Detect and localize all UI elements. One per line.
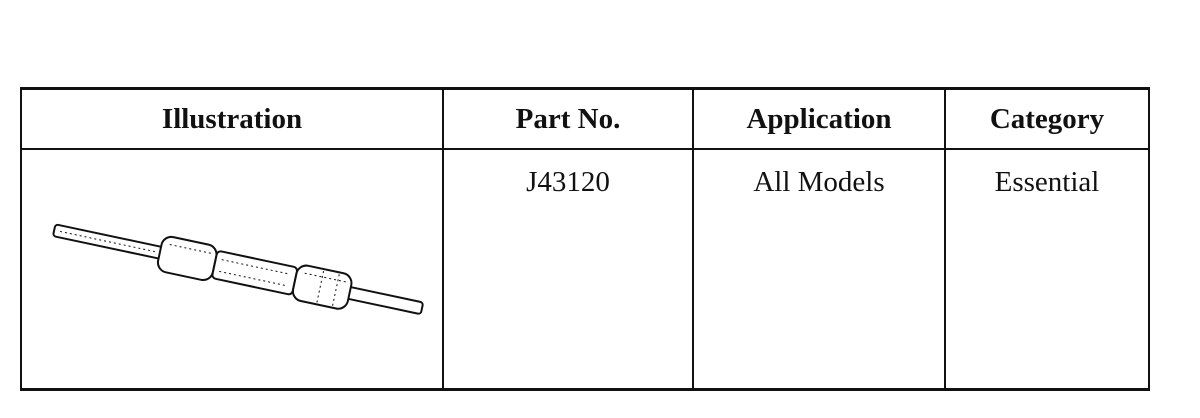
header-category: Category xyxy=(944,87,1150,150)
connector-tool-icon xyxy=(52,223,424,315)
application-cell: All Models xyxy=(692,148,946,391)
header-illustration: Illustration xyxy=(20,87,444,150)
category-cell: Essential xyxy=(944,148,1150,391)
illustration-cell xyxy=(20,148,444,391)
table-header-row: Illustration Part No. Application Catego… xyxy=(20,87,1150,150)
header-part-no: Part No. xyxy=(442,87,694,150)
part-no-cell: J43120 xyxy=(442,148,694,391)
parts-table: Illustration Part No. Application Catego… xyxy=(20,87,1150,391)
table-row: J43120 All Models Essential xyxy=(20,148,1150,391)
header-application: Application xyxy=(692,87,946,150)
